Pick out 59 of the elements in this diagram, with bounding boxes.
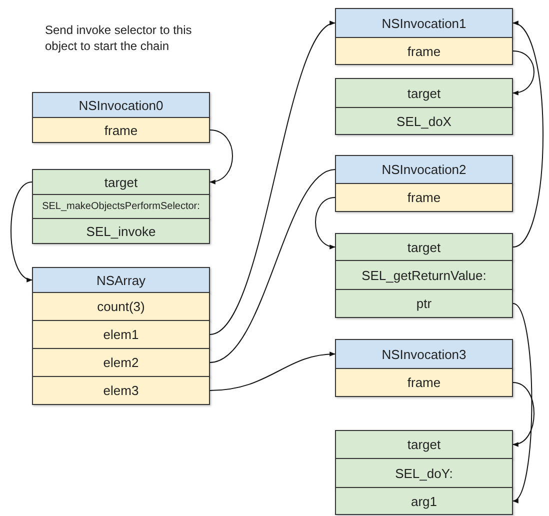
field-cell xyxy=(335,260,513,290)
class-header-cell xyxy=(335,8,513,38)
field-cell xyxy=(32,376,210,405)
arrow xyxy=(10,182,33,281)
cell-text: target xyxy=(407,240,441,254)
field-cell xyxy=(335,487,513,515)
class-header-cell xyxy=(32,267,210,293)
field-cell xyxy=(335,183,513,212)
arrow xyxy=(512,303,532,502)
field-cell xyxy=(335,37,513,65)
field-cell xyxy=(32,320,210,349)
class-header-cell xyxy=(335,339,513,369)
cell-text: target xyxy=(407,86,441,100)
field-cell xyxy=(335,233,513,261)
field-cell xyxy=(335,458,513,488)
arrow xyxy=(210,22,336,335)
cell-text: SEL_getReturnValue: xyxy=(362,268,486,282)
cell-text: elem3 xyxy=(103,383,139,398)
field-cell xyxy=(32,292,210,321)
field-cell xyxy=(32,218,210,244)
cell-text: arg1 xyxy=(410,494,438,508)
cell-text: elem2 xyxy=(103,355,139,370)
cell-text: frame xyxy=(407,190,441,205)
field-cell xyxy=(32,194,210,219)
cell-text: frame xyxy=(407,44,441,58)
arrow xyxy=(512,50,534,95)
cell-text: NSInvocation1 xyxy=(382,16,466,30)
field-cell xyxy=(335,430,513,459)
field-cell xyxy=(335,289,513,318)
cell-text: SEL_doX xyxy=(396,114,452,128)
field-cell xyxy=(335,368,513,397)
cell-text: SEL_invoke xyxy=(86,224,156,238)
field-cell xyxy=(32,117,210,143)
field-cell xyxy=(32,348,210,377)
class-header-cell xyxy=(335,155,513,184)
cell-text: ptr xyxy=(416,296,432,311)
cell-text: NSInvocation3 xyxy=(382,346,466,362)
arrow xyxy=(315,197,336,248)
field-cell xyxy=(32,169,210,195)
cell-text: target xyxy=(104,174,138,190)
class-header-cell xyxy=(32,92,210,118)
cell-text: frame xyxy=(104,122,138,138)
cell-text: elem1 xyxy=(103,327,139,342)
cell-text: NSInvocation2 xyxy=(382,162,466,177)
cell-text: count(3) xyxy=(97,299,145,314)
cell-text: SEL_makeObjectsPerformSelector: xyxy=(42,201,200,212)
cell-text: NSInvocation0 xyxy=(78,98,164,112)
arrow xyxy=(512,22,544,248)
connector-line xyxy=(210,169,336,363)
note-text: Send invoke selector to this object to start the chain xyxy=(45,22,193,54)
field-cell xyxy=(335,107,513,135)
cell-text: frame xyxy=(407,375,441,390)
arrow xyxy=(512,382,534,446)
cell-text: NSArray xyxy=(96,272,146,288)
cell-text: target xyxy=(407,437,441,452)
arrow xyxy=(209,130,233,184)
cell-text: SEL_doY: xyxy=(395,466,453,480)
field-cell xyxy=(335,78,513,108)
arrow xyxy=(210,352,336,391)
